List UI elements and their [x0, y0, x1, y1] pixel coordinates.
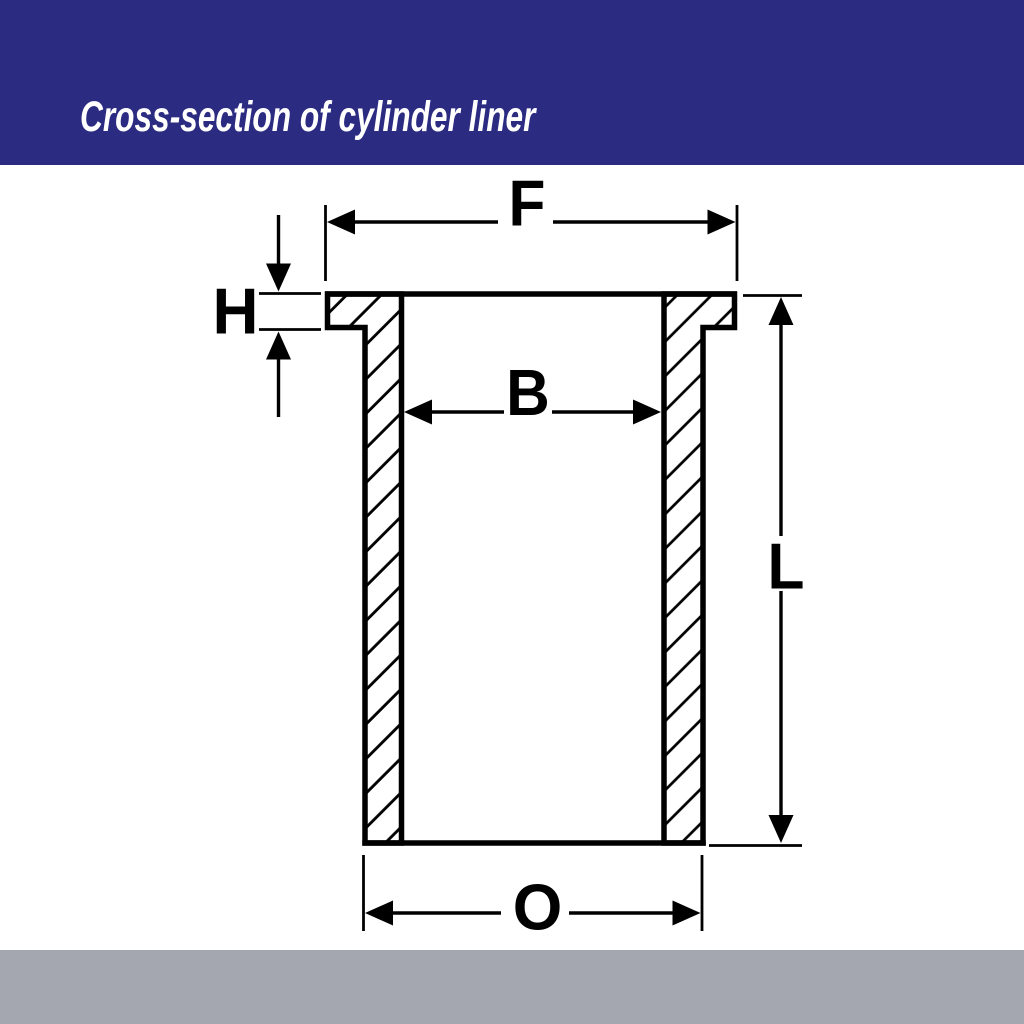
svg-text:F: F	[509, 167, 546, 239]
svg-text:Cross-section of cylinder line: Cross-section of cylinder liner	[80, 92, 537, 140]
svg-text:H: H	[213, 275, 259, 348]
svg-text:L: L	[768, 531, 805, 603]
svg-text:O: O	[513, 871, 563, 944]
svg-text:B: B	[506, 357, 550, 429]
